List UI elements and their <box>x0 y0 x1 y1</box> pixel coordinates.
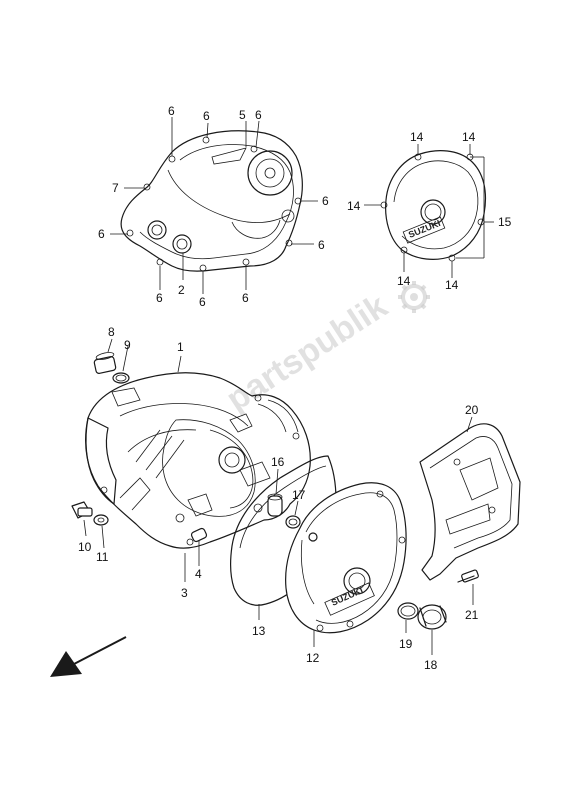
callout-6-h: 6 <box>199 295 206 309</box>
front-direction-arrow-icon <box>50 636 127 677</box>
callout-9: 9 <box>124 338 131 352</box>
watermark-text: partspublik <box>220 287 394 419</box>
magneto-cover-12: SUZUKI <box>285 482 407 634</box>
callout-12: 12 <box>306 651 320 665</box>
top-magneto-cover-outline: SUZUKI <box>380 150 487 262</box>
watermark: partspublik <box>220 281 430 419</box>
callout-14-a: 14 <box>410 130 424 144</box>
callout-6-f: 6 <box>318 238 325 252</box>
sprocket-cover-20 <box>419 423 521 581</box>
callout-3: 3 <box>181 586 188 600</box>
callout-6-d: 6 <box>322 194 329 208</box>
callout-14-c: 14 <box>347 199 361 213</box>
callout-8: 8 <box>108 325 115 339</box>
top-clutch-cover-outline <box>120 130 303 272</box>
cap-18 <box>417 604 447 630</box>
callout-14-b: 14 <box>462 130 476 144</box>
callout-20: 20 <box>465 403 479 417</box>
oil-filler-cap-16 <box>267 493 283 517</box>
callout-6-a: 6 <box>168 104 175 118</box>
crankcase-cover-1 <box>85 372 311 549</box>
plug-8 <box>93 352 117 374</box>
callout-6-c: 6 <box>255 108 262 122</box>
bolt-21 <box>457 569 479 583</box>
callout-15: 15 <box>498 215 512 229</box>
o-ring-9 <box>112 372 130 384</box>
callout-6-b: 6 <box>203 109 210 123</box>
callout-18: 18 <box>424 658 438 672</box>
callout-2: 2 <box>178 283 185 297</box>
callout-17: 17 <box>292 488 306 502</box>
callout-labels: 1 2 3 4 5 6 6 6 6 6 6 6 6 6 7 8 9 10 11 … <box>78 104 512 672</box>
callout-7: 7 <box>112 181 119 195</box>
watermark-gear-icon <box>398 281 430 313</box>
callout-16: 16 <box>271 455 285 469</box>
callout-1: 1 <box>177 340 184 354</box>
callout-6-e: 6 <box>98 227 105 241</box>
dowel-pin-4 <box>190 527 208 543</box>
bolt-10 <box>71 501 93 519</box>
callout-6-i: 6 <box>242 291 249 305</box>
callout-6-g: 6 <box>156 291 163 305</box>
callout-19: 19 <box>399 637 413 651</box>
callout-4: 4 <box>195 567 202 581</box>
o-ring-17 <box>285 515 301 529</box>
callout-14-d: 14 <box>397 274 411 288</box>
callout-5: 5 <box>239 108 246 122</box>
o-ring-19 <box>397 602 419 620</box>
callout-11: 11 <box>96 550 109 564</box>
callout-13: 13 <box>252 624 266 638</box>
washer-11 <box>93 514 109 526</box>
callout-10: 10 <box>78 540 92 554</box>
callout-21: 21 <box>465 608 479 622</box>
leader-lines <box>83 117 494 655</box>
callout-14-e: 14 <box>445 278 459 292</box>
